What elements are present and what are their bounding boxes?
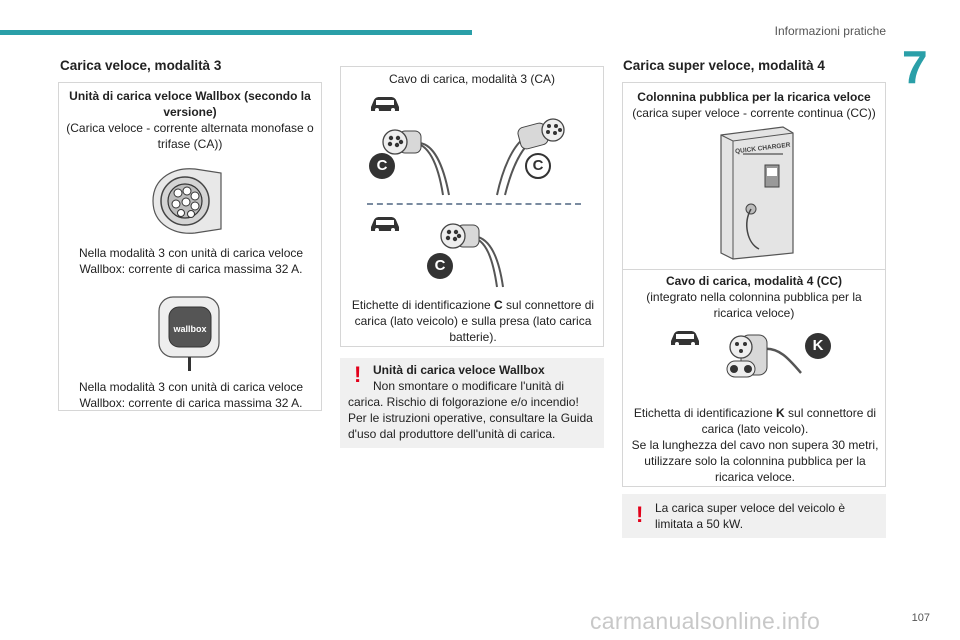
wallbox-box-title: Unità di carica veloce Wallbox (secondo … (69, 89, 311, 119)
header-title: Informazioni pratiche (774, 24, 886, 38)
super-charge-warning-text: La carica super veloce del veicolo è lim… (655, 501, 846, 531)
wallbox-box-subtitle: (Carica veloce - corrente alternata mono… (66, 121, 314, 151)
label-c-badge-filled: C (369, 153, 395, 179)
footer-watermark: carmanualsonline.info (590, 608, 821, 634)
wallbox-info-box: Unità di carica veloce Wallbox (secondo … (58, 82, 322, 411)
ccs-connector-illustration (726, 334, 802, 378)
charger-plug-illustration (496, 118, 565, 196)
mode4-box2-subtitle: (integrato nella colonnina pubblica per … (646, 290, 862, 320)
wallbox-unit-illustration: wallbox (158, 296, 220, 371)
wallbox-text-2: Nella modalità 3 con unità di carica vel… (78, 380, 304, 410)
mode3-caption: Etichette di identificazione C sul conne… (351, 298, 595, 344)
wallbox-text-1: Nella modalità 3 con unità di carica vel… (78, 246, 304, 276)
mode4-info-box: Colonnina pubblica per la ricarica veloc… (622, 82, 886, 487)
warning-icon: ! (636, 502, 644, 527)
wallbox-socket-illustration (152, 168, 222, 234)
mode3-cable-title: Cavo di carica, modalità 3 (CA) (388, 72, 556, 86)
vehicle-connector-illustration-2 (440, 223, 504, 288)
mode3-cable-box: Cavo di carica, modalità 3 (CA) C C (340, 66, 604, 347)
right-section-title: Carica super veloce, modalità 4 (623, 58, 825, 73)
vehicle-connector-illustration (382, 129, 450, 196)
label-k-badge: K (805, 333, 831, 359)
header-accent-bar (0, 30, 472, 35)
wallbox-warning: ! Unità di carica veloce Wallbox Non smo… (340, 358, 604, 448)
quick-charger-illustration: QUICK CHARGER (720, 126, 794, 260)
label-c-badge-outline: C (525, 153, 551, 179)
mode4-caption-2: Se la lunghezza del cavo non supera 30 m… (631, 438, 879, 484)
car-icon (371, 97, 399, 112)
page-number: 107 (911, 612, 930, 624)
mode4-box1-title: Colonnina pubblica per la ricarica veloc… (637, 90, 871, 104)
left-section-title: Carica veloce, modalità 3 (60, 58, 222, 73)
wallbox-logo: wallbox (172, 324, 206, 334)
dashed-separator (367, 203, 581, 205)
mode4-box1-subtitle: (carica super veloce - corrente continua… (632, 106, 876, 120)
wallbox-warning-text: Non smontare o modificare l'unità di car… (348, 379, 593, 441)
car-icon (671, 331, 699, 346)
mode4-caption: Etichetta di identificazione K sul conne… (633, 406, 877, 436)
chapter-number: 7 (902, 41, 928, 93)
car-icon (371, 217, 399, 232)
label-c-badge-filled-2: C (427, 253, 453, 279)
mode4-box2-title: Cavo di carica, modalità 4 (CC) (665, 274, 843, 288)
super-charge-warning: ! La carica super veloce del veicolo è l… (622, 494, 886, 538)
wallbox-warning-title: Unità di carica veloce Wallbox (373, 363, 545, 377)
warning-icon: ! (354, 362, 362, 387)
